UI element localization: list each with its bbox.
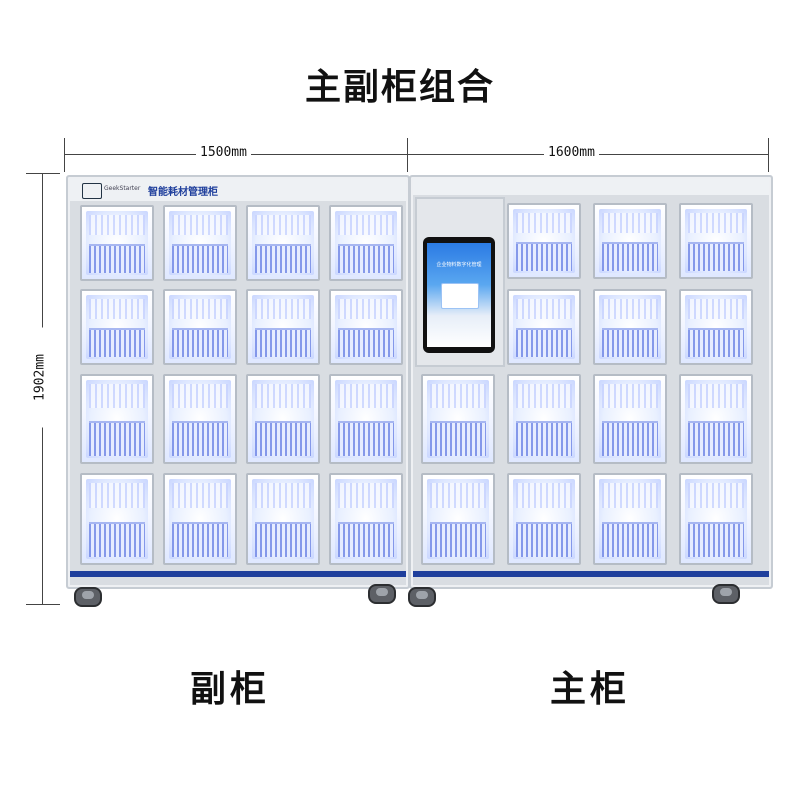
- page-title: 主副柜组合: [304, 67, 495, 108]
- locker-door[interactable]: [246, 289, 320, 365]
- left-width-label: 1500mm: [196, 145, 251, 160]
- locker-door[interactable]: [163, 205, 237, 281]
- dimension-tick-middle: [407, 138, 408, 172]
- dimension-tick-top: [26, 173, 60, 174]
- locker-door[interactable]: [593, 473, 667, 565]
- locker-door[interactable]: [246, 205, 320, 281]
- main-cabinet-caption: 主柜: [549, 669, 630, 710]
- dimension-tick-left: [64, 138, 65, 172]
- cabinet-base-stripe: [413, 571, 769, 577]
- locker-door[interactable]: [329, 289, 403, 365]
- locker-door[interactable]: [329, 374, 403, 464]
- brand-logo-text: GeekStarter: [104, 185, 141, 192]
- caster-wheel-icon: [712, 584, 740, 604]
- brand-name: 智能耗材管理柜: [148, 187, 218, 198]
- caster-wheel-icon: [74, 587, 102, 607]
- locker-door[interactable]: [163, 374, 237, 464]
- locker-door[interactable]: [421, 473, 495, 565]
- locker-door[interactable]: [593, 374, 667, 464]
- screen-text: 企业物料数字化管理: [436, 262, 482, 268]
- locker-door[interactable]: [246, 374, 320, 464]
- locker-door[interactable]: [246, 473, 320, 565]
- screen-illustration: [441, 283, 479, 309]
- locker-door[interactable]: [329, 205, 403, 281]
- secondary-cabinet-caption: 副柜: [189, 669, 270, 710]
- locker-door[interactable]: [329, 473, 403, 565]
- locker-door[interactable]: [679, 203, 753, 279]
- height-label: 1902mm: [32, 327, 48, 428]
- locker-door[interactable]: [679, 473, 753, 565]
- touch-screen[interactable]: 企业物料数字化管理: [423, 237, 495, 353]
- locker-door[interactable]: [593, 203, 667, 279]
- locker-door[interactable]: [80, 205, 154, 281]
- locker-door[interactable]: [163, 289, 237, 365]
- dimension-tick-right: [768, 138, 769, 172]
- locker-door[interactable]: [593, 289, 667, 365]
- cabinet-top-strip: [413, 179, 769, 195]
- locker-door[interactable]: [679, 374, 753, 464]
- screen-panel: 企业物料数字化管理: [415, 197, 505, 367]
- caster-wheel-icon: [408, 587, 436, 607]
- locker-door[interactable]: [507, 374, 581, 464]
- locker-door[interactable]: [421, 374, 495, 464]
- locker-door[interactable]: [507, 289, 581, 365]
- locker-door[interactable]: [507, 203, 581, 279]
- main-cabinet: 企业物料数字化管理: [409, 175, 773, 589]
- cabinet-top-strip: [70, 179, 406, 201]
- locker-door[interactable]: [80, 289, 154, 365]
- brand-logo-icon: [82, 183, 102, 199]
- locker-door[interactable]: [80, 374, 154, 464]
- locker-door[interactable]: [507, 473, 581, 565]
- locker-door[interactable]: [163, 473, 237, 565]
- locker-door[interactable]: [80, 473, 154, 565]
- screen-display: 企业物料数字化管理: [427, 243, 491, 347]
- width-dimension-line: [64, 154, 768, 155]
- right-width-label: 1600mm: [544, 145, 599, 160]
- cabinet-base-stripe: [70, 571, 406, 577]
- secondary-cabinet: GeekStarter 智能耗材管理柜: [66, 175, 410, 589]
- caster-wheel-icon: [368, 584, 396, 604]
- dimension-tick-bottom: [26, 604, 60, 605]
- locker-door[interactable]: [679, 289, 753, 365]
